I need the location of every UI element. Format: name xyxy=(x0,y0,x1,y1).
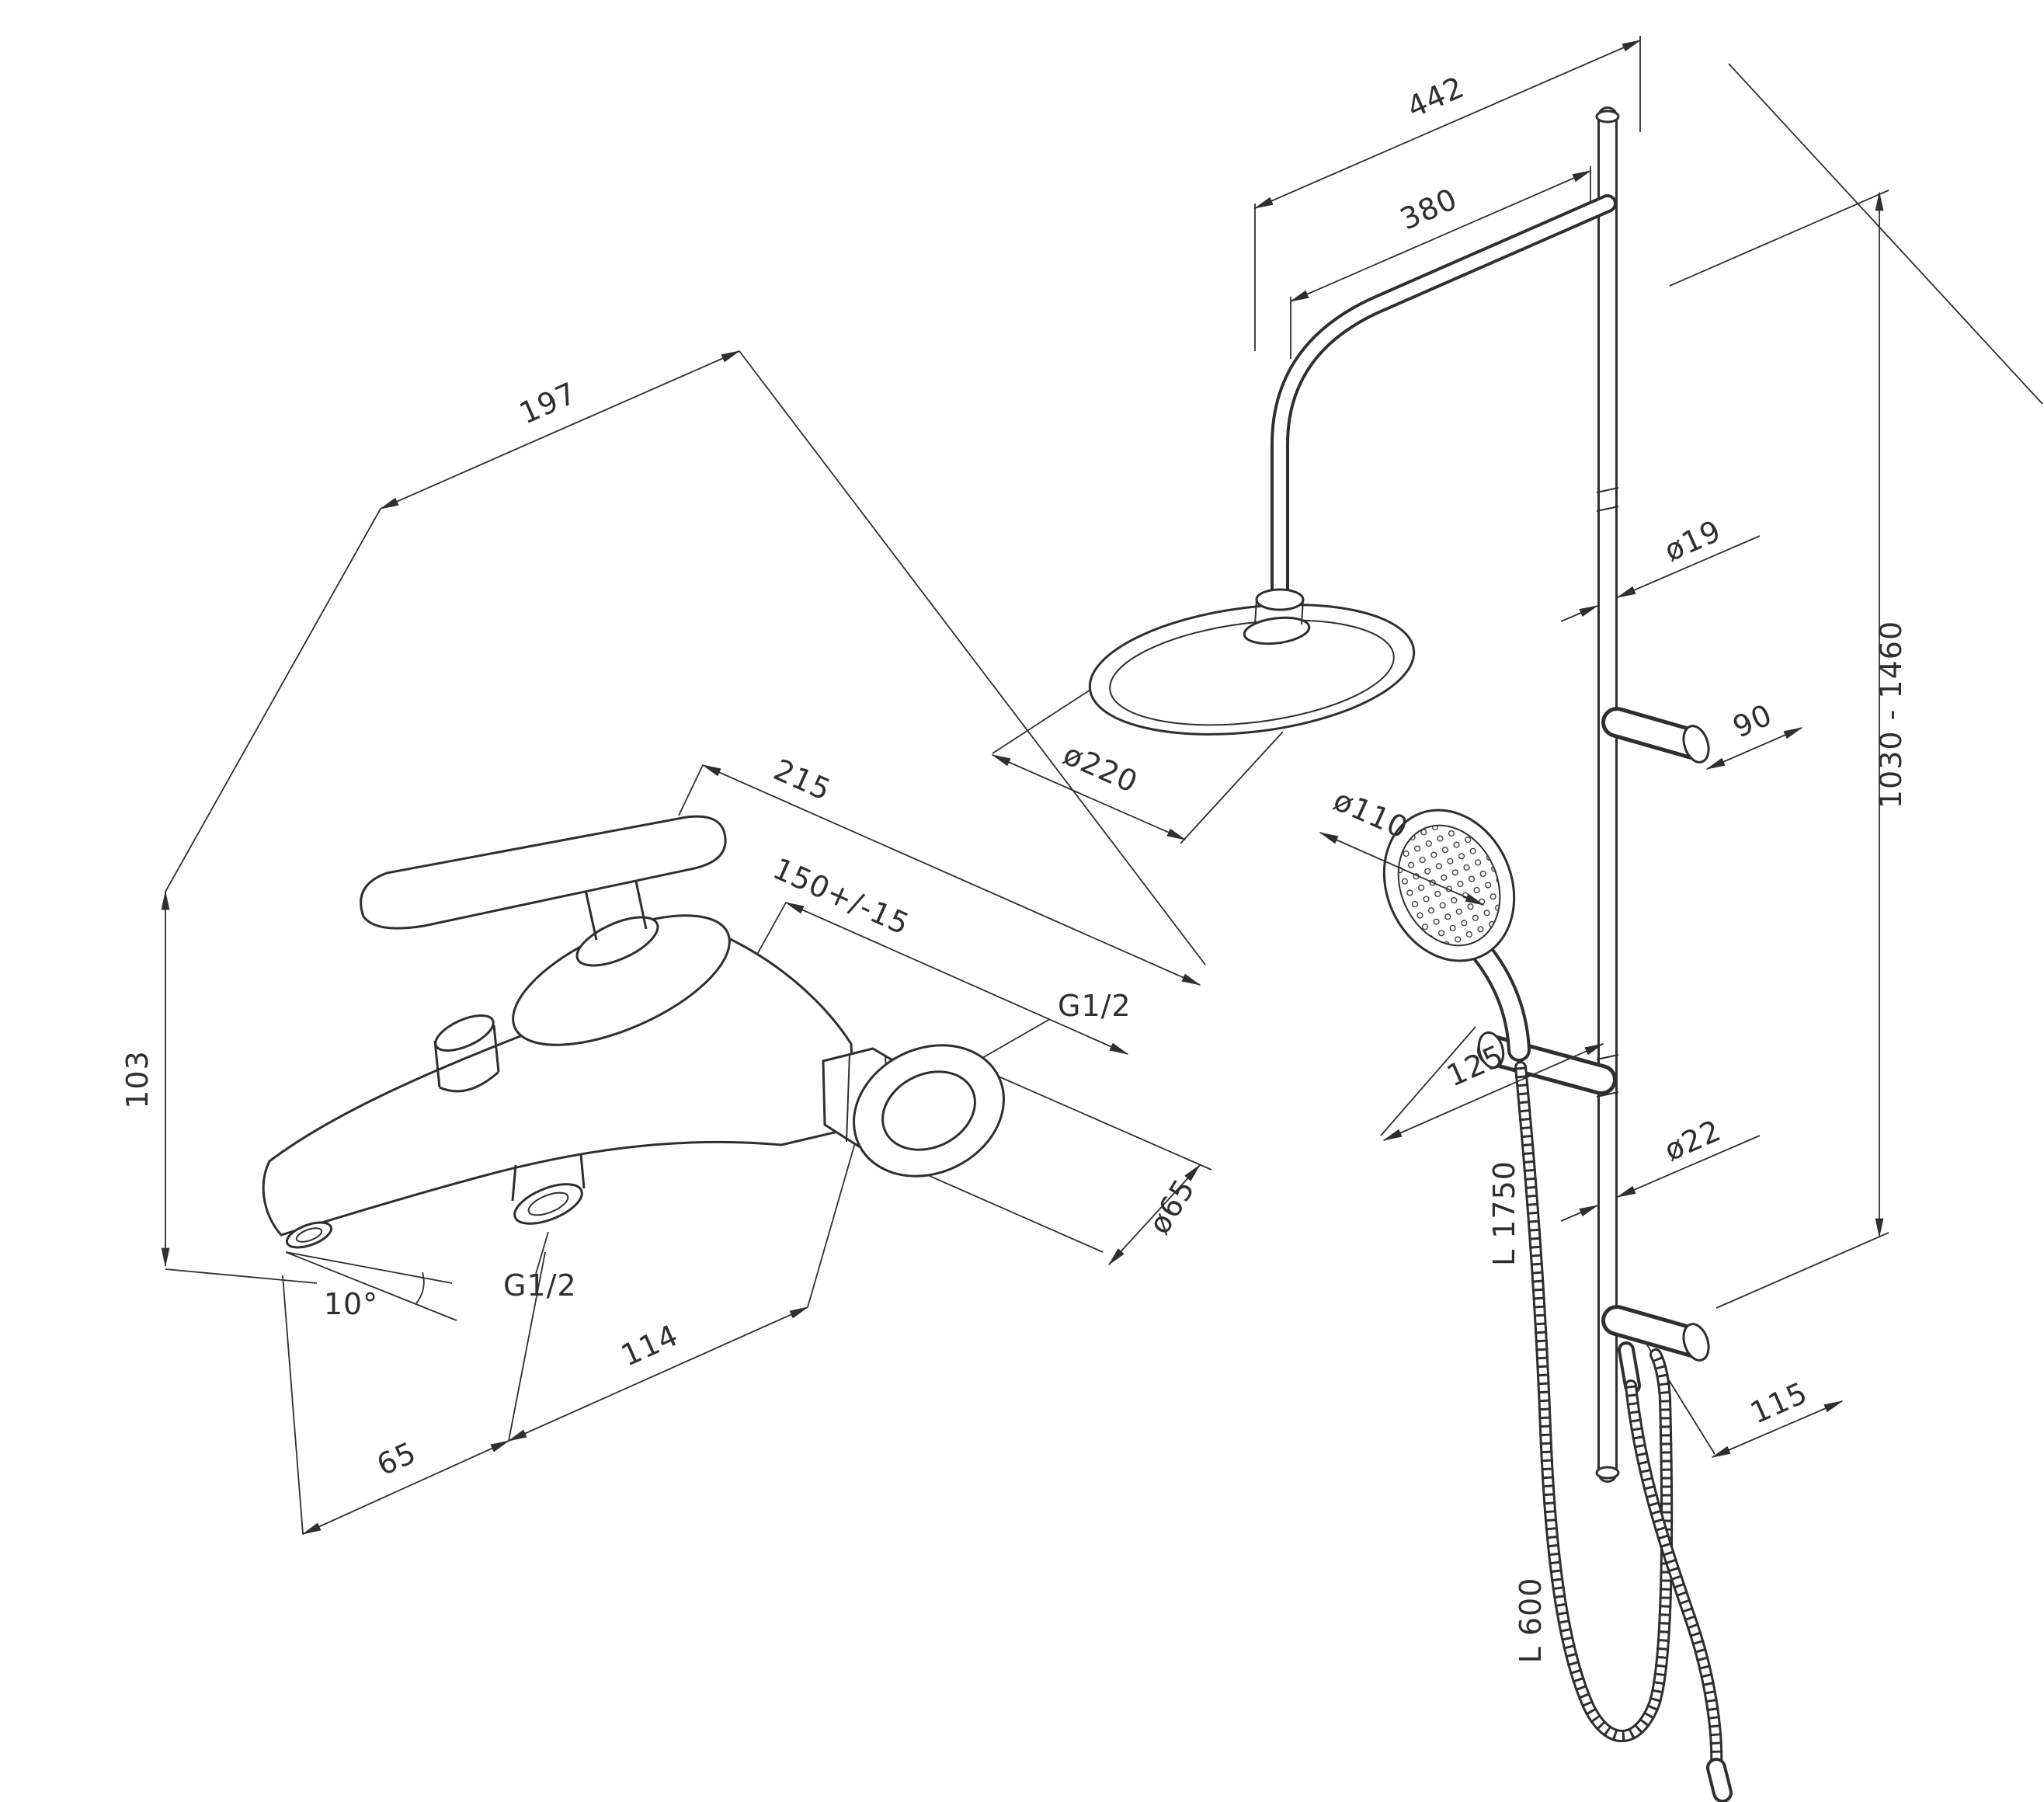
dim-label-bracket-upper: 90 xyxy=(1728,697,1778,745)
dim-label-pipe-lower: ø22 xyxy=(1660,1113,1726,1168)
dim-line-114 xyxy=(507,1306,809,1442)
dim-line-bracket-115 xyxy=(1711,1400,1844,1458)
pipe-bottom-cap xyxy=(1595,1466,1620,1480)
dim-line-bracket-90 xyxy=(1705,727,1803,770)
dim-label-escutcheon: ø65 xyxy=(1142,1173,1202,1240)
dim-label-hose-main: L 1750 xyxy=(1487,1160,1521,1266)
dim-label-wall-thread: G1/2 xyxy=(1058,989,1132,1023)
dim-line-pipe-22-right xyxy=(1616,1135,1761,1198)
pipe-joint-ticks xyxy=(1596,487,1619,1098)
dim-label-column-height: 1030 - 1460 xyxy=(1874,621,1908,809)
dim-label-pipe-upper: ø19 xyxy=(1660,513,1726,569)
mixer-diverter-knob-sides xyxy=(433,1024,500,1093)
mixer-bottom-outlet-sides xyxy=(511,1153,586,1202)
mixer-lever-posts xyxy=(584,877,648,941)
shower-arm-hub-sides xyxy=(1254,599,1304,625)
dim-line-head-220 xyxy=(991,754,1187,840)
bottom-wall-bracket-cap xyxy=(1682,1323,1710,1362)
dim-label-handshower: ø110 xyxy=(1329,783,1413,846)
overhead-shower-head-rim xyxy=(1109,619,1395,726)
dim-line-150 xyxy=(784,902,1129,1055)
dim-label-outlet-thread: G1/2 xyxy=(503,1268,577,1303)
hose-end-fitting-highlight xyxy=(1709,1761,1729,1800)
dim-line-flange-65 xyxy=(1107,1164,1201,1266)
mixer-wall-flange-inner xyxy=(881,1070,976,1151)
dim-label-arm-reach: 380 xyxy=(1395,182,1462,237)
dim-line-pipe-19-right xyxy=(1616,535,1761,598)
shower-arm-highlight xyxy=(1274,197,1614,606)
overhead-shower-head-dome xyxy=(1243,616,1311,645)
dim-line-pipe-22-left xyxy=(1560,1205,1599,1222)
dim-label-spout-reach: 65 xyxy=(372,1435,422,1483)
dim-line-380 xyxy=(1289,170,1592,302)
shower-arm-hub xyxy=(1255,588,1305,611)
mixer-lever-neck xyxy=(575,916,659,967)
bottom-wall-bracket-highlight xyxy=(1605,1309,1705,1354)
top-wall-bracket-highlight xyxy=(1605,711,1705,756)
dim-line-holder-125 xyxy=(1382,1043,1604,1141)
dim-label-inlet-spacing: 150+/-15 xyxy=(768,851,915,941)
shower-hose-main-inner xyxy=(1517,1063,1671,1740)
mixer-bottom-outlet xyxy=(513,1183,583,1225)
mixer-bottom-outlet-thread xyxy=(527,1191,569,1216)
shower-hose-secondary-ribs xyxy=(1625,1385,1723,1769)
dim-label-height: 103 xyxy=(120,1050,155,1109)
dim-line-handshower-110 xyxy=(1319,832,1485,906)
dim-label-bracket-lower: 115 xyxy=(1745,1376,1813,1431)
overhead-shower-head xyxy=(1088,604,1416,736)
bath-mixer-view: 197 215 150+/-15 G1/2 ø65 103 10° G1/2 1… xyxy=(120,350,1212,1535)
mixer-spout-aerator-inner xyxy=(295,1227,323,1243)
dim-label-overall-length: 197 xyxy=(514,376,582,431)
dim-label-arm-overall: 442 xyxy=(1402,70,1469,125)
mixer-lever-handle xyxy=(360,815,727,930)
dim-label-outlet-to-wall: 114 xyxy=(616,1318,683,1373)
dim-label-hose-secondary: L 600 xyxy=(1514,1578,1548,1664)
pipe-top-cap xyxy=(1595,110,1620,123)
dim-line-pipe-19-left xyxy=(1560,605,1599,622)
dim-line-65 xyxy=(301,1440,510,1535)
dim-label-spout-angle: 10° xyxy=(324,1287,378,1321)
shower-column-view: 442 380 ø220 ø19 90 1030 - 1460 ø110 125… xyxy=(991,36,2043,1802)
dim-line-197 xyxy=(379,350,741,510)
handshower-handle-highlight xyxy=(1473,944,1528,1059)
shower-arm xyxy=(1271,194,1617,609)
